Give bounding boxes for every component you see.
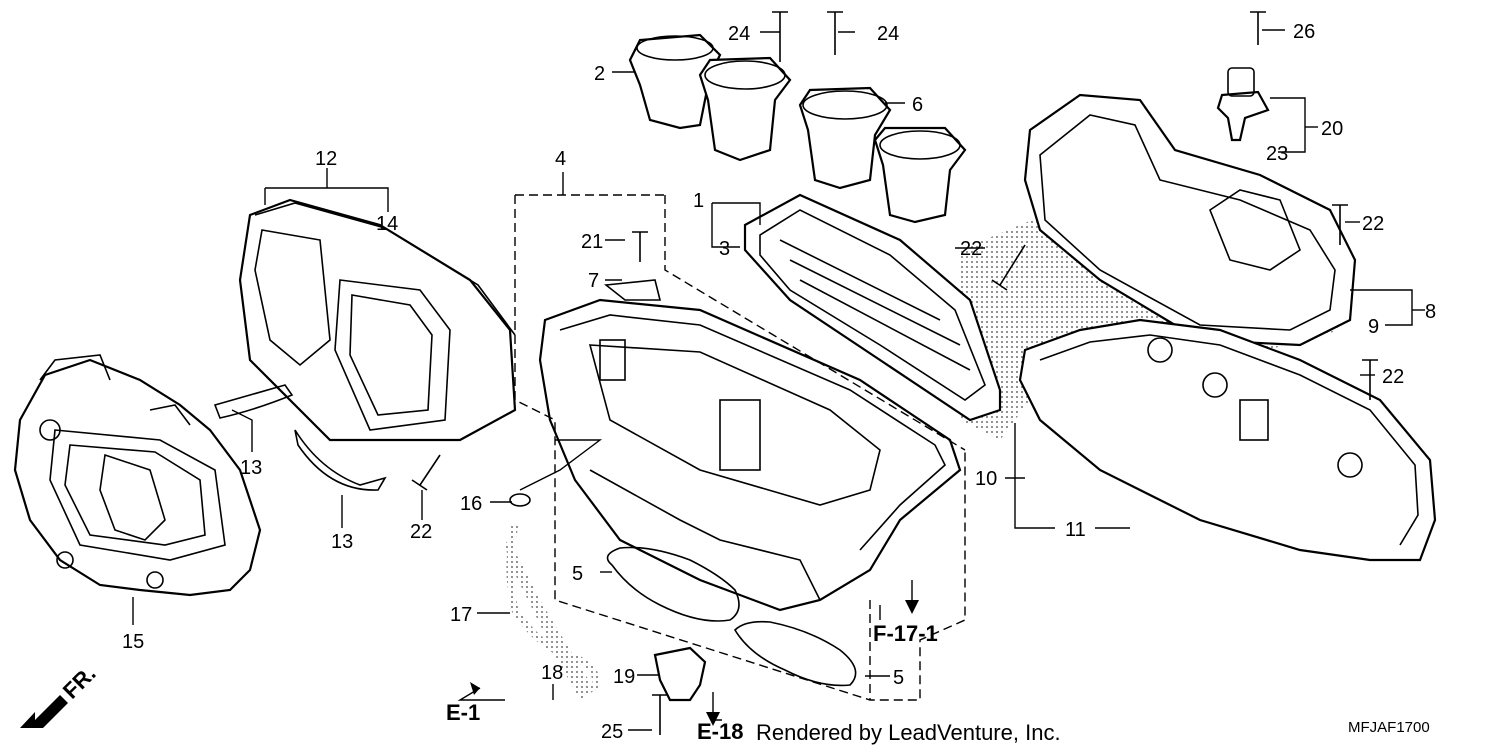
part-label: 22	[1382, 366, 1404, 388]
part-17-hose	[506, 493, 600, 691]
front-direction-arrow: FR.	[20, 661, 101, 728]
part-label: 11	[1065, 519, 1086, 541]
part-label: 5	[893, 667, 904, 689]
part-label: 26	[1293, 21, 1315, 43]
part-4-air-cleaner-case	[538, 298, 962, 612]
part-label: 4	[555, 148, 566, 170]
part-label: 21	[581, 231, 603, 253]
part-label: 23	[1266, 143, 1288, 165]
part-label: 7	[588, 270, 599, 292]
part-label: 14	[376, 213, 398, 235]
part-12-upper-duct	[238, 198, 517, 442]
reference-labels: F-17-1 E-1 E-18	[446, 621, 938, 744]
part-1-air-filter	[743, 193, 1002, 422]
part-10-lower-cover	[1018, 318, 1437, 562]
part-label: 20	[1321, 118, 1343, 140]
direction-label: FR.	[58, 661, 101, 704]
part-13-clips	[213, 384, 387, 491]
leader-lines	[132, 29, 1425, 731]
part-6-funnels	[798, 86, 967, 224]
part-label: 10	[975, 468, 997, 490]
reference-label: E-18	[697, 719, 743, 744]
reference-label: E-1	[446, 700, 480, 725]
part-label: 24	[728, 23, 750, 45]
part-label: 5	[572, 563, 583, 585]
reference-label: F-17-1	[873, 621, 938, 646]
part-5-gaskets	[606, 546, 857, 687]
part-label: 12	[315, 148, 337, 170]
part-label: 13	[240, 457, 262, 479]
part-15-duct-housing	[13, 354, 262, 597]
part-19-bracket	[653, 646, 707, 702]
part-label: 16	[460, 493, 482, 515]
part-label: 1	[693, 190, 704, 212]
part-label: 3	[719, 238, 730, 260]
part-label: 6	[912, 94, 923, 116]
part-label: 22	[960, 238, 982, 260]
part-20-sensor	[1216, 67, 1270, 142]
bolts	[411, 11, 1378, 735]
part-labels: 1 2 3 4 5 5 6 7 8 9 10 11 12 13 13 14 15…	[122, 21, 1436, 743]
part-label: 15	[122, 631, 144, 653]
footer-credit: Rendered by LeadVenture, Inc.	[756, 720, 1061, 745]
part-label: 19	[613, 666, 635, 688]
part-label: 2	[594, 63, 605, 85]
part-label: 17	[450, 604, 472, 626]
part-label: 18	[541, 662, 563, 684]
part-label: 25	[601, 721, 623, 743]
part-label: 22	[410, 521, 432, 543]
part-label: 9	[1368, 316, 1379, 338]
part-label: 8	[1425, 301, 1436, 323]
part-label: 22	[1362, 213, 1384, 235]
diagram-code: MFJAF1700	[1348, 719, 1430, 736]
part-2-funnels	[628, 33, 792, 162]
part-label: 13	[331, 531, 353, 553]
part-label: 24	[877, 23, 899, 45]
